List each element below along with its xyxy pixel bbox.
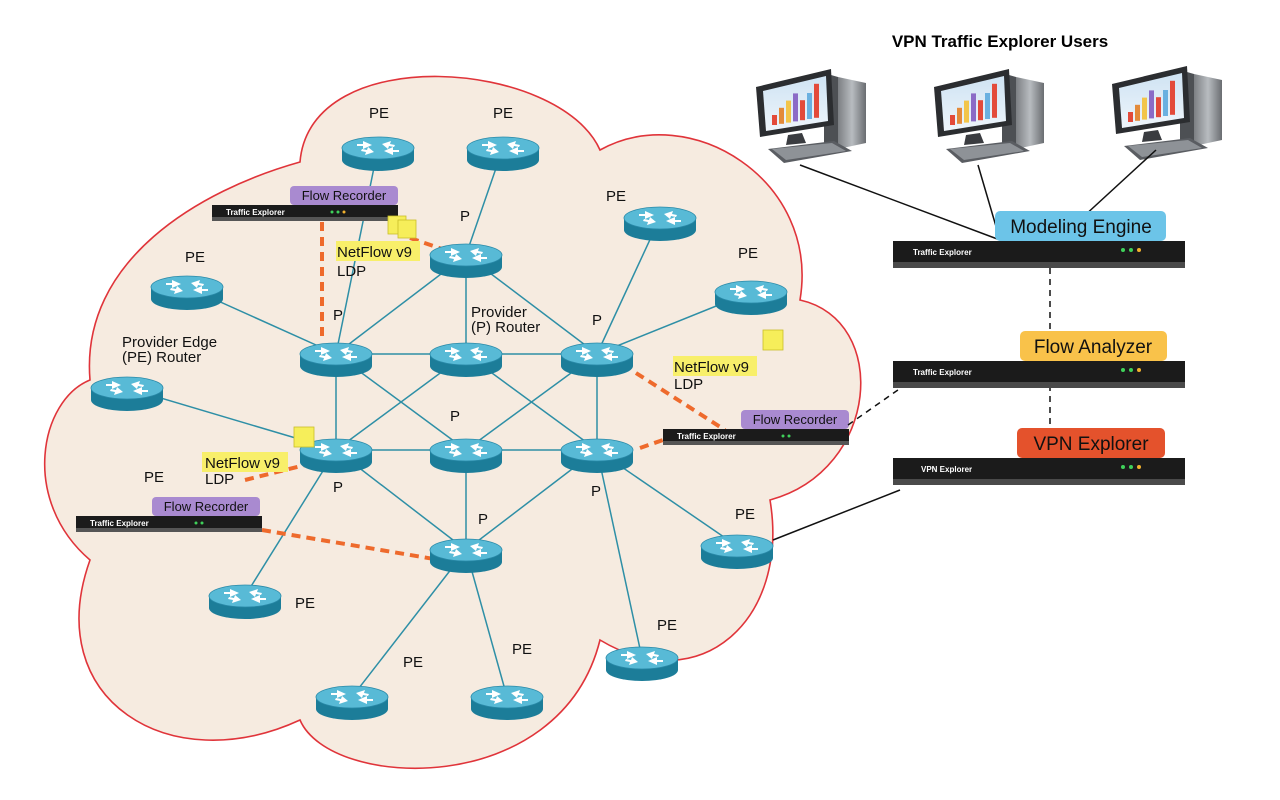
modeling-engine-tag	[995, 211, 1166, 241]
pe-label: PE	[735, 506, 755, 523]
netflow-label-right: NetFlow v9 LDP	[673, 356, 757, 393]
netflow-label-top: NetFlow v9 LDP	[336, 241, 420, 280]
provider-router-label-line1: Provider	[471, 304, 527, 321]
p-label: P	[333, 479, 343, 496]
netflow-export-link	[634, 371, 727, 432]
router-icon[interactable]	[299, 438, 373, 473]
sticky-note-icon	[387, 215, 417, 239]
router-role-labels: PE PE PE PE PE PE PE PE PE PE PE P P P P P P P	[144, 105, 758, 671]
flow-recorder-label: Flow Recorder	[164, 499, 249, 514]
router-icon[interactable]	[605, 646, 679, 681]
network-link	[244, 449, 337, 597]
p-label: P	[591, 483, 601, 500]
vpn-explorer-label: VPN Explorer	[1033, 434, 1149, 455]
p-label: P	[478, 511, 488, 528]
pe-label: PE	[144, 469, 164, 486]
ldp-text: LDP	[337, 263, 366, 280]
pe-label: PE	[185, 249, 205, 266]
router-icon[interactable]	[208, 584, 282, 619]
workstation-icon[interactable]	[756, 69, 866, 163]
router-icon[interactable]	[315, 685, 389, 720]
router-icon[interactable]	[150, 275, 224, 310]
users-heading: VPN Traffic Explorer Users	[892, 32, 1108, 51]
pe-label: PE	[295, 595, 315, 612]
netflow-label-left: NetFlow v9 LDP	[202, 452, 288, 488]
pe-label: PE	[606, 188, 626, 205]
pe-label: PE	[369, 105, 389, 122]
router-icon[interactable]	[90, 376, 164, 411]
modeling-engine-label: Modeling Engine	[1010, 217, 1152, 238]
p-label: P	[333, 307, 343, 324]
router-icon[interactable]	[714, 280, 788, 315]
vpn-explorer-appliance[interactable]: VPN Explorer VPN Explorer	[893, 428, 1185, 485]
router-icon[interactable]	[429, 538, 503, 573]
provider-router-label-line2: (P) Router	[471, 319, 540, 336]
workstation-icon[interactable]	[1112, 66, 1222, 160]
ldp-text: LDP	[674, 376, 703, 393]
ldp-text: LDP	[205, 471, 234, 488]
p-label: P	[460, 208, 470, 225]
flow-analyzer-label: Flow Analyzer	[1034, 337, 1153, 358]
pe-label: PE	[493, 105, 513, 122]
router-icon[interactable]	[700, 534, 774, 569]
flow-recorder-tag	[741, 410, 849, 429]
netflow-export-link	[639, 438, 664, 450]
flow-recorder-appliance-left[interactable]: Traffic Explorer Flow Recorder	[76, 497, 262, 532]
router-icon[interactable]	[623, 206, 697, 241]
network-link	[465, 549, 508, 698]
flow-recorder-label: Flow Recorder	[753, 412, 838, 427]
sticky-note-icon	[293, 426, 315, 448]
provider-edge-label-line2: (PE) Router	[122, 349, 201, 366]
netflow-text: NetFlow v9	[205, 455, 280, 472]
router-icon[interactable]	[429, 438, 503, 473]
router-icon[interactable]	[429, 243, 503, 278]
netflow-export-link	[244, 463, 306, 482]
appliance-model-label: Traffic Explorer	[913, 368, 972, 377]
workstation-icon[interactable]	[934, 69, 1044, 163]
router-icon[interactable]	[341, 136, 415, 171]
modeling-engine-appliance[interactable]: Traffic Explorer Modeling Engine	[893, 211, 1185, 268]
flow-recorder-tag	[290, 186, 398, 205]
p-label: P	[450, 408, 460, 425]
appliance-model-label: Traffic Explorer	[913, 248, 972, 257]
traffic-explorer-users	[756, 66, 1222, 163]
routers	[90, 136, 788, 720]
flow-analyzer-tag	[1020, 331, 1167, 361]
pe-label: PE	[512, 641, 532, 658]
flow-recorder-appliance-right[interactable]: Traffic Explorer Flow Recorder	[663, 410, 849, 445]
pe-label: PE	[738, 245, 758, 262]
flow-analyzer-appliance[interactable]: Traffic Explorer Flow Analyzer	[893, 331, 1185, 388]
flow-recorder-label: Flow Recorder	[302, 188, 387, 203]
sticky-note-icon	[762, 329, 784, 351]
flow-recorder-appliance-top[interactable]: Traffic Explorer Flow Recorder	[212, 186, 398, 221]
appliance-model-label: Traffic Explorer	[226, 208, 285, 217]
flow-recorder-tag	[152, 497, 260, 516]
provider-edge-label-line1: Provider Edge	[122, 334, 217, 351]
appliance-model-label: Traffic Explorer	[90, 519, 149, 528]
router-icon[interactable]	[470, 685, 544, 720]
network-link	[596, 217, 661, 355]
router-icon[interactable]	[466, 136, 540, 171]
router-icon[interactable]	[560, 438, 634, 473]
netflow-export-links	[244, 222, 727, 562]
netflow-text: NetFlow v9	[674, 359, 749, 376]
router-icon[interactable]	[299, 342, 373, 377]
pe-label: PE	[403, 654, 423, 671]
appliance-model-label: Traffic Explorer	[677, 432, 736, 441]
netflow-text: NetFlow v9	[337, 244, 412, 261]
appliance-model-label: VPN Explorer	[921, 465, 972, 474]
network-link	[351, 549, 467, 698]
p-label: P	[592, 312, 602, 329]
pe-label: PE	[657, 617, 677, 634]
router-icon[interactable]	[429, 342, 503, 377]
vpn-explorer-tag	[1017, 428, 1165, 458]
router-icon[interactable]	[560, 342, 634, 377]
network-link	[596, 449, 643, 659]
netflow-export-link	[261, 528, 441, 562]
